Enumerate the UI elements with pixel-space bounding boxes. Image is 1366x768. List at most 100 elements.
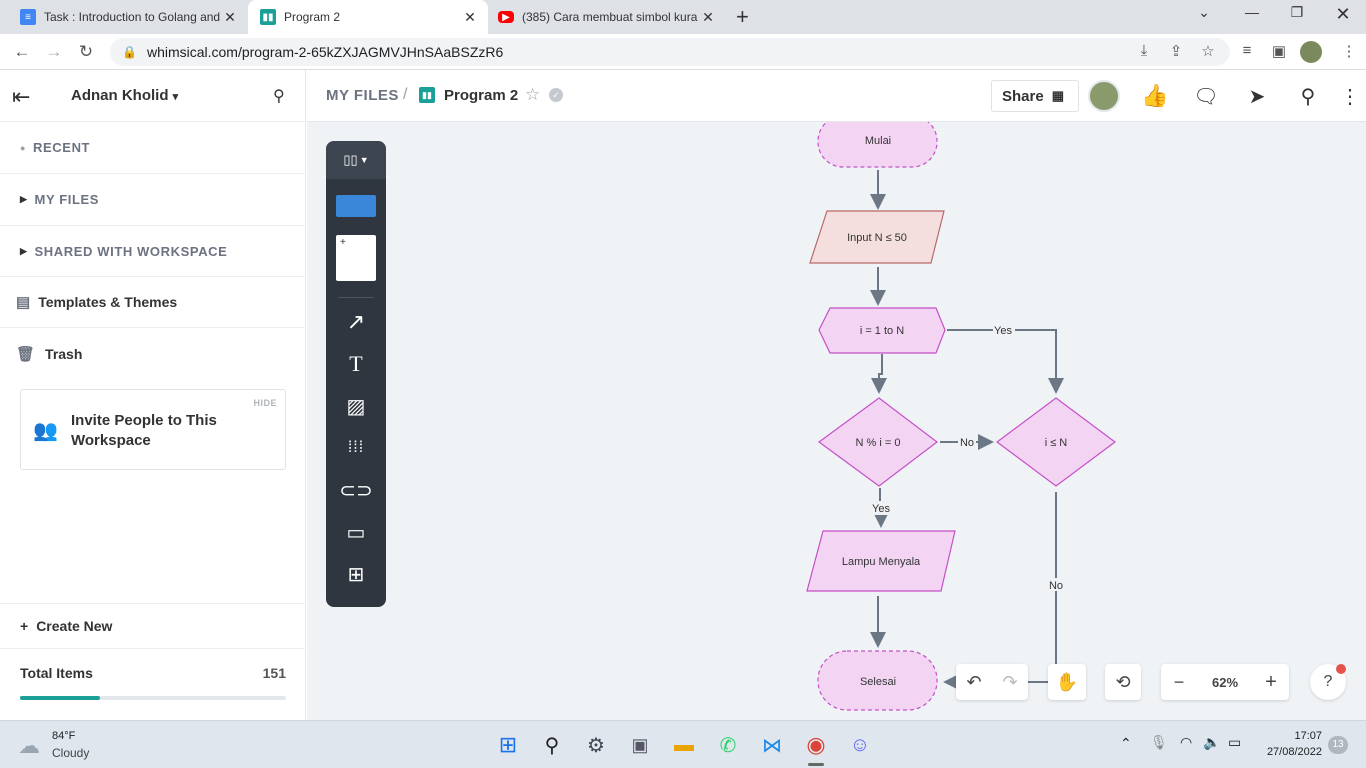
forward-icon[interactable]: → bbox=[45, 42, 63, 61]
weather-desc[interactable]: Cloudy bbox=[52, 746, 90, 760]
arrow-tool-icon[interactable]: ↗ bbox=[346, 309, 366, 334]
node-selesai[interactable] bbox=[817, 650, 938, 711]
breadcrumb-separator: / bbox=[403, 86, 408, 103]
sticky-note-tool[interactable]: + bbox=[336, 235, 376, 281]
lock-icon: 🔒 bbox=[122, 45, 137, 59]
node-cond1[interactable] bbox=[817, 397, 938, 487]
zoom-out-button[interactable]: − bbox=[1173, 671, 1185, 692]
text-tool-icon[interactable]: T bbox=[349, 351, 363, 376]
whatsapp-icon[interactable]: ✆ bbox=[719, 734, 737, 757]
node-mulai[interactable] bbox=[817, 122, 938, 168]
close-window-icon[interactable]: ✕ bbox=[1335, 4, 1351, 24]
thumbs-up-icon[interactable]: 👍 bbox=[1141, 83, 1169, 108]
sidebar-my-files[interactable]: ▶ MY FILES bbox=[0, 174, 306, 226]
active-app-indicator bbox=[808, 763, 824, 766]
minimize-icon[interactable]: — bbox=[1245, 4, 1259, 20]
pan-hand-icon[interactable]: ✋ bbox=[1048, 664, 1086, 700]
chrome-icon[interactable]: ◉ bbox=[806, 732, 826, 757]
close-tab-icon[interactable]: ✕ bbox=[702, 8, 714, 25]
search-icon[interactable]: ⚲ bbox=[1300, 85, 1316, 108]
maximize-icon[interactable]: ❐ bbox=[1290, 4, 1304, 20]
tab-golang-task[interactable]: ≡ Task : Introduction to Golang and ✕ bbox=[8, 0, 248, 34]
redo-icon[interactable]: ↷ bbox=[1002, 671, 1018, 692]
side-panel-icon[interactable]: ▣ bbox=[1271, 43, 1287, 60]
pin-icon[interactable]: ⚲ bbox=[273, 88, 285, 105]
back-icon[interactable]: ← bbox=[13, 42, 31, 61]
node-loop[interactable] bbox=[818, 307, 946, 354]
battery-icon[interactable]: ▭ bbox=[1228, 734, 1242, 750]
reload-icon[interactable]: ↻ bbox=[78, 42, 94, 61]
sidebar-recent[interactable]: ● RECENT bbox=[0, 122, 306, 174]
bookmark-star-icon[interactable]: ☆ bbox=[1201, 43, 1215, 60]
node-input[interactable] bbox=[809, 210, 945, 264]
flowchart-shape-tool[interactable] bbox=[336, 195, 376, 217]
search-icon[interactable]: ⚲ bbox=[544, 734, 560, 757]
tab-youtube[interactable]: ▶ (385) Cara membuat simbol kura ✕ bbox=[488, 0, 728, 34]
sidebar-templates[interactable]: ▤ Templates & Themes bbox=[0, 277, 306, 328]
tab-search-icon[interactable]: ⌄ bbox=[1198, 4, 1210, 20]
workspace-user-menu[interactable]: Adnan Kholid ▾ bbox=[71, 87, 178, 104]
node-input-label: Input N ≤ 50 bbox=[847, 232, 907, 244]
dot-icon: ● bbox=[20, 142, 27, 153]
node-cond2[interactable] bbox=[995, 397, 1117, 487]
url-text[interactable]: whimsical.com/program-2-65kZXJAGMVJHnSAa… bbox=[146, 44, 504, 60]
section-tool-icon[interactable]: ▭ bbox=[346, 521, 366, 544]
whimsical-icon: ▮▮ bbox=[260, 9, 276, 25]
history-icon[interactable]: ⟲ bbox=[1105, 664, 1141, 700]
zoom-level[interactable]: 62% bbox=[1211, 674, 1239, 690]
settings-gear-icon[interactable]: ⚙ bbox=[587, 734, 605, 757]
notification-count[interactable]: 13 bbox=[1328, 736, 1348, 754]
microphone-icon[interactable]: 🎙 bbox=[1150, 734, 1168, 750]
board-canvas[interactable]: Yes No Yes No Mulai Input N ≤ 50 i = 1 t… bbox=[307, 122, 1366, 720]
url-field[interactable]: 🔒 whimsical.com/program-2-65kZXJAGMVJHnS… bbox=[110, 38, 1230, 66]
create-new-button[interactable]: + Create New bbox=[0, 603, 306, 649]
document-header: MY FILES / ▮▮ Program 2 ☆ ✓ Share ▦ 👍 🗨 … bbox=[307, 70, 1366, 122]
camera-icon[interactable]: ▣ bbox=[631, 734, 649, 755]
invite-card[interactable]: HIDE 👥 Invite People to This Workspace bbox=[20, 389, 286, 470]
close-tab-icon[interactable]: ✕ bbox=[224, 8, 236, 25]
sidebar-shared[interactable]: ▶ SHARED WITH WORKSPACE bbox=[0, 226, 306, 277]
browser-menu-icon[interactable]: ⋮ bbox=[1341, 43, 1357, 60]
node-mulai-label: Mulai bbox=[865, 135, 891, 147]
profile-avatar[interactable] bbox=[1300, 41, 1322, 63]
board-type-menu[interactable]: ▯▯▼ bbox=[326, 141, 386, 179]
more-icon[interactable]: ⋮ bbox=[1340, 85, 1360, 108]
clock-date[interactable]: 27/08/2022 bbox=[1266, 746, 1322, 758]
node-output[interactable] bbox=[806, 530, 956, 592]
zoom-in-button[interactable]: + bbox=[1265, 670, 1277, 693]
breadcrumb-my-files[interactable]: MY FILES bbox=[326, 87, 399, 104]
hide-invite-button[interactable]: HIDE bbox=[253, 398, 277, 408]
link-tool-icon[interactable]: ⊂⊃ bbox=[339, 479, 373, 502]
share-page-icon[interactable]: ⇪ bbox=[1169, 43, 1183, 60]
page-title[interactable]: Program 2 bbox=[444, 87, 519, 104]
undo-icon[interactable]: ↶ bbox=[966, 671, 982, 692]
close-tab-icon[interactable]: ✕ bbox=[464, 8, 476, 25]
collapse-sidebar-icon[interactable]: ⇤ bbox=[12, 84, 31, 109]
windows-start-icon[interactable]: ⊞ bbox=[498, 732, 518, 757]
discord-icon[interactable]: ☺ bbox=[849, 733, 871, 756]
weather-temp[interactable]: 84°F bbox=[52, 730, 76, 742]
grid-tool-icon[interactable]: ⁞⁞⁞ bbox=[347, 439, 365, 456]
avatar[interactable] bbox=[1088, 80, 1120, 112]
comment-icon[interactable]: 🗨 bbox=[1193, 85, 1219, 108]
favorite-star-icon[interactable]: ☆ bbox=[525, 85, 541, 104]
media-icon[interactable]: ≡ bbox=[1242, 42, 1252, 59]
share-button[interactable]: Share ▦ bbox=[991, 80, 1079, 112]
wifi-icon[interactable]: ◠ bbox=[1180, 734, 1193, 750]
sidebar-trash[interactable]: 🗑 Trash bbox=[16, 345, 83, 363]
flowchart-svg: Yes No Yes No Mulai Input N ≤ 50 i = 1 t… bbox=[806, 122, 1117, 711]
add-tool-icon[interactable]: ⊞ bbox=[347, 563, 365, 586]
tray-chevron-up-icon[interactable]: ⌃ bbox=[1120, 735, 1132, 751]
tab-program-2[interactable]: ▮▮ Program 2 ✕ bbox=[248, 0, 488, 34]
sidebar: ⇤ Adnan Kholid ▾ ⚲ ● RECENT ▶ MY FILES ▶… bbox=[0, 70, 306, 720]
image-tool-icon[interactable]: ▨ bbox=[346, 395, 366, 418]
docs-icon: ≡ bbox=[20, 9, 36, 25]
chevron-down-icon: ▼ bbox=[359, 155, 369, 165]
send-icon[interactable]: ➤ bbox=[1248, 85, 1266, 108]
clock-time[interactable]: 17:07 bbox=[1294, 730, 1322, 742]
vscode-icon[interactable]: ⋈ bbox=[762, 734, 782, 757]
new-tab-button[interactable]: + bbox=[736, 4, 749, 29]
volume-icon[interactable]: 🔈 bbox=[1203, 734, 1221, 750]
file-explorer-icon[interactable]: ▬ bbox=[674, 733, 694, 756]
install-icon[interactable]: ⤓ bbox=[1140, 42, 1148, 59]
